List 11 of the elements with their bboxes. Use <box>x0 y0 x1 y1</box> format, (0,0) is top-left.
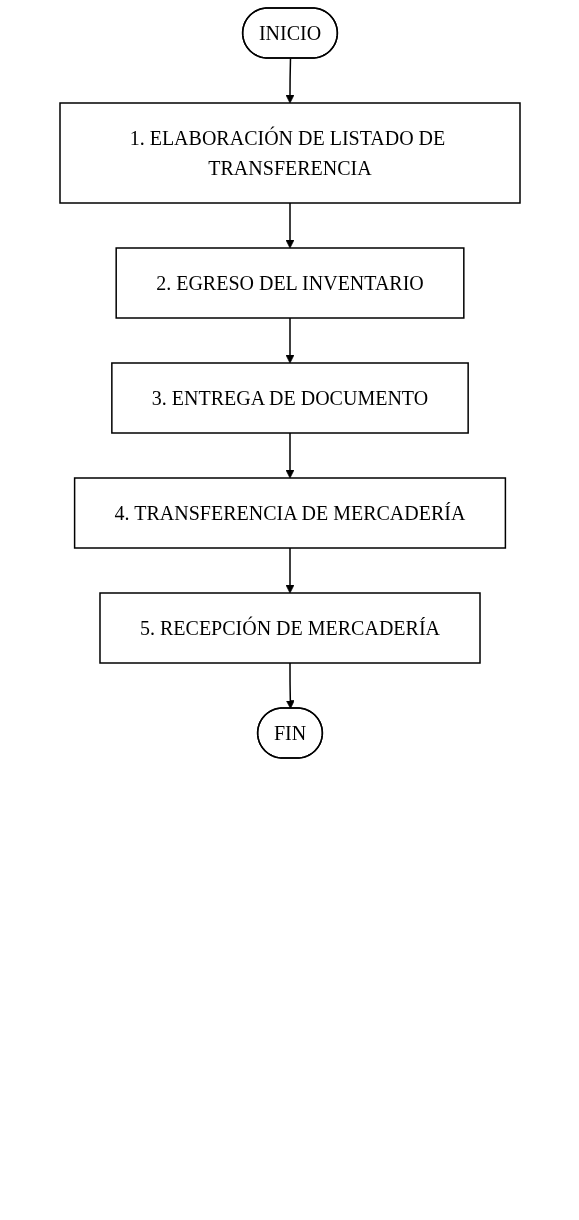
arrow <box>285 547 294 594</box>
arrow <box>285 202 294 249</box>
node-box: 5. RECEPCIÓN DE MERCADERÍA <box>98 592 481 664</box>
node-box: 4. TRANSFERENCIA DE MERCADERÍA <box>73 477 506 549</box>
arrow <box>285 662 295 709</box>
node-box: 1. ELABORACIÓN DE LISTADO DE TRANSFERENCIA <box>58 102 521 204</box>
arrow <box>285 57 294 104</box>
node-box: 3. ENTREGA DE DOCUMENTO <box>110 362 469 434</box>
arrow <box>285 432 294 479</box>
arrow <box>285 317 294 364</box>
node-box: 2. EGRESO DEL INVENTARIO <box>114 247 465 319</box>
